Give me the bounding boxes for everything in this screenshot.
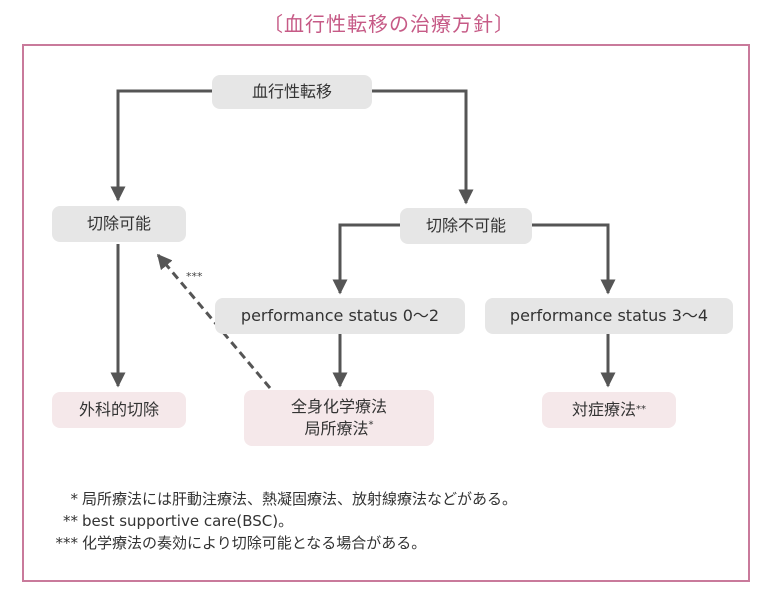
arrow-chemo-to-resectable-dashed bbox=[156, 253, 272, 389]
diagram-title: 〔血行性転移の治療方針〕 bbox=[263, 12, 515, 36]
arrow-root-to-unresectable bbox=[372, 89, 474, 205]
node-symptomatic-therapy: 対症療法** bbox=[542, 392, 676, 428]
arrow-root-to-resectable bbox=[110, 89, 212, 202]
node-hematogenous-metastasis: 血行性転移 bbox=[212, 75, 372, 109]
node-chemotherapy: 全身化学療法 局所療法* bbox=[244, 390, 434, 446]
footnote-2: **best supportive care(BSC)。 bbox=[63, 512, 294, 530]
node-ps-0-2: performance status 0〜2 bbox=[215, 298, 465, 334]
arrow-unresectable-to-ps02 bbox=[332, 223, 400, 295]
footnote-1: *局所療法には肝動注療法、熱凝固療法、放射線療法などがある。 bbox=[70, 490, 518, 508]
node-surgical-resection: 外科的切除 bbox=[52, 392, 186, 428]
node-ps-3-4: performance status 3〜4 bbox=[485, 298, 733, 334]
dashed-arrow-label: *** bbox=[186, 270, 203, 283]
chemo-line-2: 局所療法* bbox=[304, 419, 374, 438]
chemo-line-1: 全身化学療法 bbox=[290, 397, 387, 416]
footnote-3: ***化学療法の奏効により切除可能となる場合がある。 bbox=[55, 534, 427, 552]
chemo-footnote-mark: * bbox=[368, 419, 374, 431]
diagram-frame bbox=[22, 44, 750, 582]
arrow-unresectable-to-ps34 bbox=[532, 223, 616, 295]
node-unresectable: 切除不可能 bbox=[400, 208, 532, 244]
footnotes: *局所療法には肝動注療法、熱凝固療法、放射線療法などがある。 **best su… bbox=[48, 488, 518, 554]
node-resectable: 切除可能 bbox=[52, 206, 186, 242]
